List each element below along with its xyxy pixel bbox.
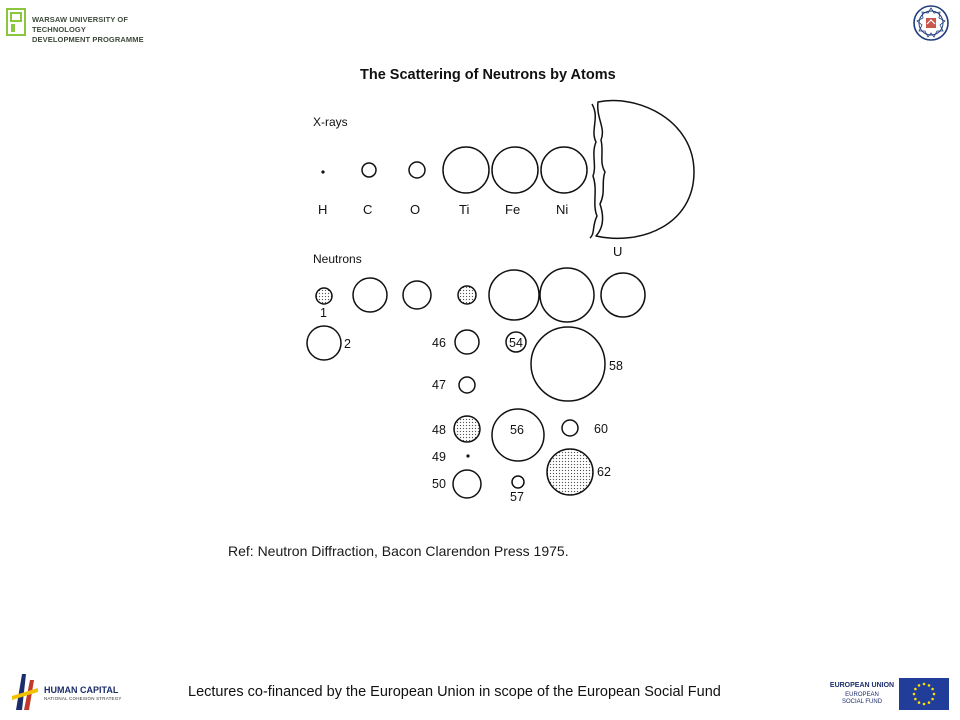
xray-label-fe: Fe <box>505 202 520 217</box>
label-58: 58 <box>609 359 623 373</box>
xray-label-c: C <box>363 202 372 217</box>
eu-line-3: SOCIAL FUND <box>841 699 883 705</box>
label-49: 49 <box>432 450 446 464</box>
label-60: 60 <box>594 422 608 436</box>
xray-circle-ti <box>442 146 490 194</box>
neutron-circle-c <box>352 277 388 313</box>
label-1: 1 <box>320 306 327 320</box>
wut-logo-icon <box>6 8 26 36</box>
xray-label-h: H <box>318 202 327 217</box>
xray-circle-o <box>408 161 426 179</box>
neutron-circle-h1 <box>315 287 333 305</box>
xray-element-labels: H C O Ti Fe Ni U <box>318 202 622 259</box>
xray-label-ni: Ni <box>556 202 568 217</box>
org-name: WARSAW UNIVERSITY OF TECHNOLOGY DEVELOPM… <box>32 15 176 45</box>
neutron-circle-49 <box>466 454 470 458</box>
neutron-row-1 <box>315 267 646 323</box>
neutron-circle-2 <box>306 325 342 361</box>
human-capital-logo: HUMAN CAPITAL NATIONAL COHESION STRATEGY <box>12 672 182 712</box>
eu-logo: EUROPEAN UNION EUROPEAN SOCIAL FUND <box>829 676 954 716</box>
label-48: 48 <box>432 423 446 437</box>
human-capital-icon <box>12 674 38 710</box>
neutron-circle-50 <box>452 469 482 499</box>
figure-title: The Scattering of Neutrons by Atoms <box>360 67 616 83</box>
hc-subtitle: NATIONAL COHESION STRATEGY <box>44 696 122 701</box>
xray-label-o: O <box>410 202 420 217</box>
xray-circle-h <box>321 170 325 174</box>
org-line-1: WARSAW UNIVERSITY OF TECHNOLOGY <box>32 15 129 34</box>
eu-line-1: EUROPEAN UNION <box>829 682 895 689</box>
neutron-circle-48 <box>453 415 481 443</box>
neutron-circle-58 <box>530 326 606 402</box>
university-crest-icon <box>913 5 949 41</box>
eu-flag-icon <box>899 678 949 710</box>
eu-line-2-3: EUROPEAN SOCIAL FUND <box>829 692 895 706</box>
xray-label-u: U <box>613 244 622 259</box>
xray-heading: X-rays <box>313 115 348 129</box>
label-62: 62 <box>597 465 611 479</box>
neutron-circle-57 <box>511 475 525 489</box>
xray-label-ti: Ti <box>459 202 469 217</box>
university-logo: WARSAW UNIVERSITY OF TECHNOLOGY DEVELOPM… <box>6 6 176 44</box>
label-2: 2 <box>344 337 351 351</box>
label-46: 46 <box>432 336 446 350</box>
label-57: 57 <box>510 490 524 504</box>
xray-circle-c <box>361 162 377 178</box>
label-47: 47 <box>432 378 446 392</box>
xray-circle-fe <box>491 146 539 194</box>
hc-title: HUMAN CAPITAL <box>44 685 119 695</box>
label-54: 54 <box>509 336 523 350</box>
neutron-circle-46 <box>454 329 480 355</box>
label-56: 56 <box>510 423 524 437</box>
xray-shape-u-fracture <box>589 103 598 239</box>
neutron-isotopes <box>306 325 606 499</box>
neutron-circle-62 <box>546 448 594 496</box>
neutron-circle-ni <box>539 267 595 323</box>
org-line-2: DEVELOPMENT PROGRAMME <box>32 35 144 44</box>
reference-citation: Ref: Neutron Diffraction, Bacon Clarendo… <box>228 543 569 559</box>
neutron-isotope-labels: 1 2 46 47 48 49 50 54 56 57 58 60 62 <box>320 306 623 504</box>
neutron-scattering-figure: The Scattering of Neutrons by Atoms X-ra… <box>306 67 695 504</box>
cofinance-text: Lectures co-financed by the European Uni… <box>188 684 721 700</box>
eu-line-2: EUROPEAN <box>845 692 879 698</box>
neutron-circle-56 <box>491 408 545 462</box>
neutron-circle-60 <box>561 419 579 437</box>
neutron-circle-u <box>600 272 646 318</box>
xray-circles <box>321 99 695 240</box>
xray-shape-u <box>595 99 695 240</box>
neutron-circle-fe <box>488 269 540 321</box>
neutron-circle-47 <box>458 376 476 394</box>
label-50: 50 <box>432 477 446 491</box>
xray-circle-ni <box>540 146 588 194</box>
neutron-circle-o <box>402 280 432 310</box>
neutron-circle-54 <box>505 331 527 353</box>
neutrons-heading: Neutrons <box>313 252 362 266</box>
neutron-circle-ti <box>457 285 477 305</box>
